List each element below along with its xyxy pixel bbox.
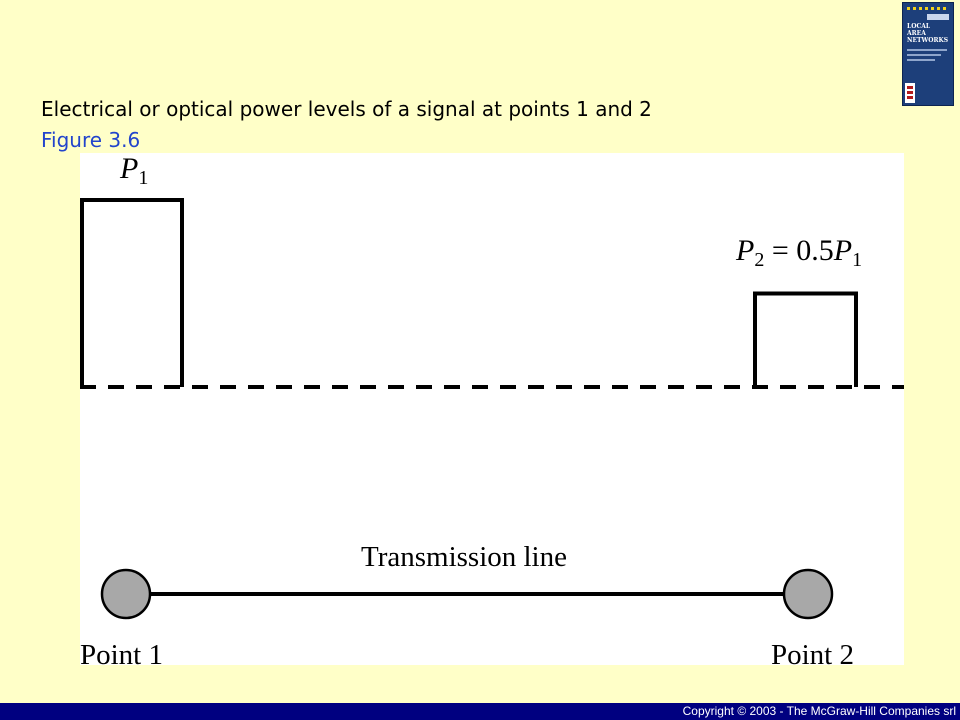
- pulse-point-2: [753, 291, 858, 387]
- cover-title: LOCAL AREA NETWORKS: [907, 23, 949, 44]
- transmission-line-label: Transmission line: [361, 541, 567, 573]
- cover-text-line: [907, 59, 935, 61]
- point-1-label: Point 1: [80, 639, 163, 665]
- copyright-text: Copyright © 2003 - The McGraw-Hill Compa…: [682, 704, 956, 718]
- pulse-2-label: P2 = 0.5P1: [735, 234, 862, 271]
- cover-text-line: [907, 49, 947, 51]
- figure-label: Figure 3.6: [41, 128, 141, 152]
- cover-author-band: [927, 14, 949, 20]
- pulse-1-label: P1: [119, 153, 148, 189]
- point-2-label: Point 2: [771, 639, 854, 665]
- pulse-point-1: [80, 198, 184, 387]
- figure-panel: P1 P2 = 0.5P1 Transmission line Point 1 …: [80, 153, 904, 665]
- cover-decoration: [907, 7, 947, 10]
- slide-title: Electrical or optical power levels of a …: [41, 97, 652, 121]
- power-level-diagram: P1 P2 = 0.5P1 Transmission line Point 1 …: [80, 153, 904, 665]
- footer-bar: Copyright © 2003 - The McGraw-Hill Compa…: [0, 703, 960, 720]
- point-2-node: [782, 568, 834, 620]
- cover-text-line: [907, 54, 941, 56]
- publisher-logo: [905, 83, 915, 103]
- book-cover-thumbnail: LOCAL AREA NETWORKS: [902, 2, 954, 106]
- point-1-node: [100, 568, 152, 620]
